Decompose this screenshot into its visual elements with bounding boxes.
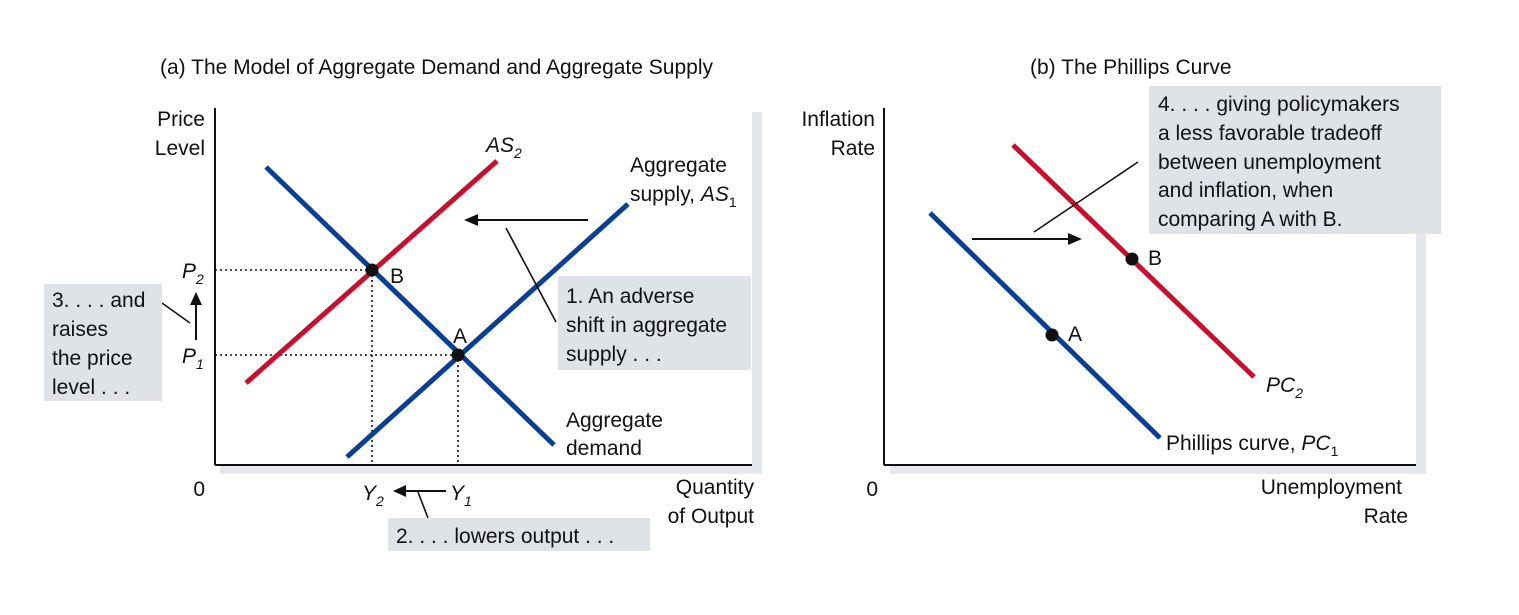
pc2-label: PC2 [1266,374,1303,401]
panel-a-title: (a) The Model of Aggregate Demand and Ag… [160,56,713,79]
note3-line4: level . . . [52,376,130,399]
panel-b-shadow-right [1416,112,1426,464]
panel-b-origin: 0 [866,478,878,501]
panel-b: (b) The Phillips Curve Inflation Rate 0 … [801,56,1441,528]
as1-label-1: Aggregate [630,154,727,177]
p2-label: P2 [182,260,204,287]
p1-label: P1 [182,345,204,372]
ad-label-1: Aggregate [566,409,663,432]
output-fall-arrowhead [393,485,406,497]
point-a-label: A [453,325,467,348]
aggregate-demand-curve [264,165,556,447]
note4-line1: 4. . . . giving policymakers [1158,93,1400,116]
pc-point-a-label: A [1068,323,1082,346]
pc1-curve [928,211,1162,440]
panel-b-y-label-1: Inflation [801,108,875,131]
panel-b-y-label-2: Rate [831,137,875,160]
point-b-label: B [390,265,404,288]
panel-b-x-label-1: Unemployment [1261,476,1402,499]
pc-point-a-marker [1045,328,1059,342]
note3-leader [161,302,191,324]
note3-line3: the price [52,347,133,370]
pc-point-b-label: B [1148,247,1162,270]
as1-curve [345,202,630,459]
price-rise-arrowhead [190,292,202,305]
pc-shift-arrowhead [1068,233,1082,245]
note1-line1: 1. An adverse [566,285,694,308]
note3-line1: 3. . . . and [52,289,145,312]
as2-label: AS2 [484,134,522,161]
note3-line2: raises [52,318,108,341]
panel-a-y-label-1: Price [157,108,205,131]
y1-label: Y1 [450,482,472,509]
panel-b-shadow-bottom [890,464,1426,474]
note4-line2: a less favorable tradeoff [1158,122,1382,145]
note1-leader [505,227,557,323]
note4-line3: between unemployment [1158,151,1381,174]
panel-a: (a) The Model of Aggregate Demand and Ag… [44,56,762,551]
note4-line5: comparing A with B. [1158,208,1342,231]
note3-box [44,284,162,401]
pc1-label: Phillips curve, PC1 [1166,432,1339,459]
note2-box [388,518,650,551]
as1-label-2: supply, AS1 [630,183,737,210]
panel-a-origin: 0 [193,478,205,501]
panel-a-x-label-1: Quantity [676,476,755,499]
panel-b-x-label-2: Rate [1364,505,1408,528]
note4-line4: and inflation, when [1158,179,1333,202]
ad-label-2: demand [566,437,642,460]
note2-leader [417,491,429,519]
panel-a-y-label-2: Level [155,137,205,160]
supply-shift-arrowhead [464,214,478,226]
note1-line2: shift in aggregate [566,314,727,337]
note1-line3: supply . . . [566,343,662,366]
note2-text: 2. . . . lowers output . . . [396,525,614,548]
y2-label: Y2 [362,482,384,509]
note4-box [1149,86,1441,234]
note4-leader [1033,161,1139,233]
panel-a-x-label-2: of Output [668,505,755,528]
panel-a-shadow-bottom [220,464,762,474]
pc-point-b-marker [1125,252,1139,266]
point-b-marker [365,263,379,277]
note1-box [558,276,751,370]
point-a-marker [451,348,465,362]
panel-a-shadow-right [752,112,762,464]
panel-b-title: (b) The Phillips Curve [1030,56,1232,79]
